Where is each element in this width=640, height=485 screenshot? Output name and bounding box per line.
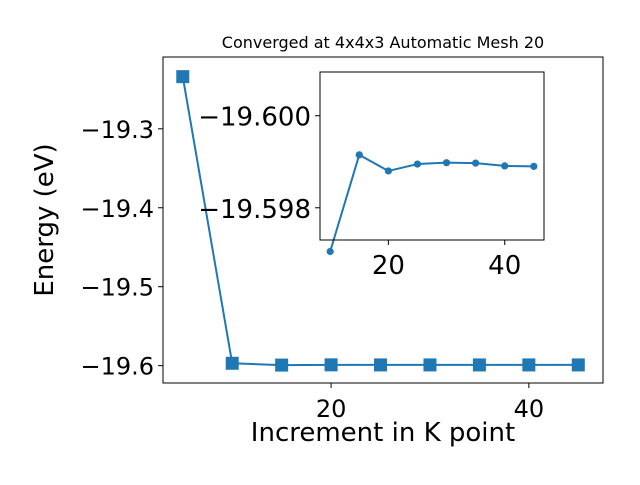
main-data-point — [275, 358, 289, 372]
main-data-point — [176, 70, 190, 84]
inset-data-point — [384, 167, 392, 175]
main-plot: 20 40 −19.6 −19.5 −19.4 −19.3 Converged at 4x… — [30, 33, 604, 448]
main-data-point — [571, 358, 585, 372]
main-ticks: 20 40 −19.6 −19.5 −19.4 −19.3 — [80, 116, 544, 423]
inset-plot: 20 40 −19.600 −19.598 — [198, 71, 545, 281]
main-data-point — [324, 358, 338, 372]
inset-series-line — [329, 153, 534, 252]
x-axis-label: Increment in K point — [251, 418, 515, 448]
inset-data-point — [472, 159, 480, 167]
inset-y-tick-label: −19.600 — [198, 103, 311, 133]
inset-x-tick-label: 20 — [372, 251, 405, 281]
main-x-tick-label: 40 — [514, 395, 545, 423]
inset-x-tick-label: 40 — [488, 251, 521, 281]
inset-plot-frame — [319, 71, 545, 241]
main-data-point — [374, 358, 388, 372]
inset-series — [326, 151, 538, 256]
y-axis-label: Energy (eV) — [30, 143, 60, 296]
inset-data-point — [413, 160, 422, 168]
main-data-point — [522, 358, 536, 372]
main-y-tick-label: −19.3 — [80, 116, 154, 144]
main-x-tick-label: 20 — [316, 395, 347, 423]
chart-title: Converged at 4x4x3 Automatic Mesh 20 — [222, 33, 544, 52]
main-y-tick-label: −19.6 — [80, 353, 154, 381]
main-data-point — [225, 356, 239, 370]
main-series — [176, 70, 585, 372]
main-plot-frame — [162, 56, 604, 384]
inset-data-point — [326, 247, 334, 256]
main-data-point — [472, 358, 486, 372]
inset-data-point — [442, 159, 451, 167]
inset-data-point — [501, 162, 509, 170]
inset-ticks: 20 40 −19.600 −19.598 — [198, 103, 521, 281]
main-data-point — [423, 358, 437, 372]
inset-data-point — [355, 151, 363, 159]
inset-data-point — [530, 162, 538, 170]
inset-y-tick-label: −19.598 — [198, 195, 311, 225]
main-y-tick-label: −19.5 — [80, 274, 154, 302]
main-y-tick-label: −19.4 — [80, 195, 154, 223]
inset-background — [320, 72, 544, 240]
